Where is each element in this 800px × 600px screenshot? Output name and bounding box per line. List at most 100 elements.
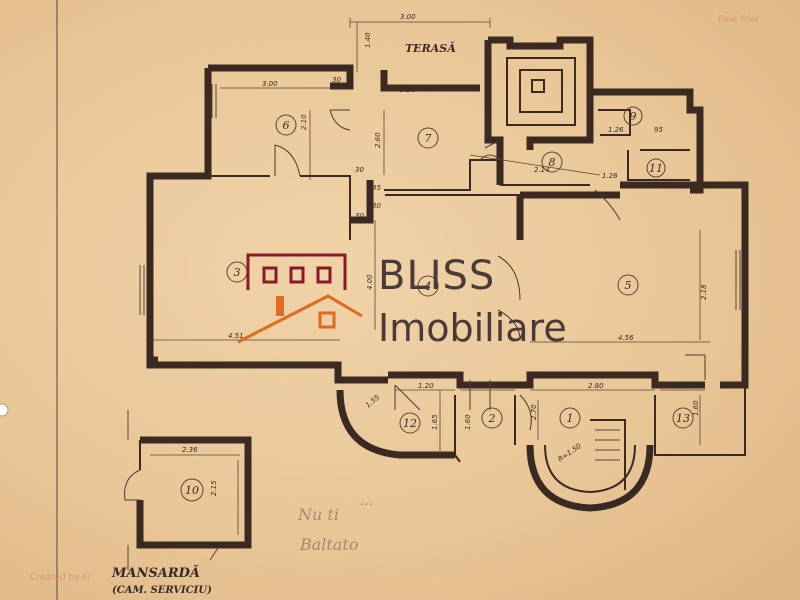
svg-text:2.70: 2.70 (530, 404, 538, 420)
svg-text:1.60: 1.60 (464, 414, 472, 430)
svg-text:30: 30 (332, 76, 341, 84)
wall-stair (488, 36, 594, 150)
door-room5-13 (685, 354, 706, 380)
svg-text:3.00: 3.00 (262, 80, 278, 88)
svg-text:30: 30 (372, 202, 381, 210)
door-room6 (274, 144, 301, 177)
brand-name: BLISS (378, 253, 495, 299)
svg-text:2.00: 2.00 (497, 382, 513, 390)
svg-text:1.75: 1.75 (674, 382, 690, 390)
door-stair (479, 139, 501, 161)
svg-text:2.14: 2.14 (534, 166, 550, 174)
wall-room6-top (208, 64, 354, 90)
window-left (139, 265, 145, 315)
svg-text:1.55: 1.55 (364, 393, 382, 409)
svg-text:2.10: 2.10 (300, 114, 308, 130)
wall-stair-left (484, 40, 504, 185)
door-room7-left (329, 109, 351, 131)
svg-text:...: ... (360, 493, 373, 509)
room-7: 7 (425, 132, 432, 145)
svg-text:30: 30 (355, 212, 364, 220)
svg-text:2.36: 2.36 (182, 446, 198, 454)
window-right (735, 250, 741, 310)
svg-text:4.56: 4.56 (618, 334, 634, 342)
wall-room13 (654, 385, 746, 456)
room-13: 13 (676, 412, 690, 425)
room-11: 11 (649, 162, 663, 175)
svg-text:Nu ti: Nu ti (297, 505, 339, 524)
watermark-top: Free Trial (718, 15, 758, 25)
terrace-label: TERASĂ (405, 41, 456, 55)
stair-inner (519, 69, 563, 113)
wall-bottom-left (146, 360, 388, 384)
door-room12 (394, 384, 421, 411)
wall-room1-inner-arc (544, 444, 636, 494)
room-10: 10 (185, 484, 199, 497)
room-2: 2 (488, 412, 496, 425)
svg-text:2.80: 2.80 (588, 382, 604, 390)
wall-room11 (627, 150, 690, 181)
svg-text:30: 30 (355, 166, 364, 174)
attic-label: MANSARDĂ (111, 564, 200, 581)
svg-text:Baltato: Baltato (299, 535, 358, 554)
dim-line-214 (469, 154, 601, 176)
brand-subtitle: Imobiliare (378, 306, 567, 350)
svg-text:1.26: 1.26 (608, 126, 624, 134)
attic-sublabel: (CAM. SERVICIU) (112, 585, 212, 596)
logo-small-window (318, 311, 336, 329)
svg-text:1.26: 1.26 (602, 172, 618, 180)
svg-text:2.60: 2.60 (374, 132, 382, 148)
window-room6 (211, 84, 217, 118)
wall-lower-row-top (388, 371, 705, 389)
door-room10 (124, 469, 141, 501)
svg-text:1.60: 1.60 (692, 400, 700, 416)
wall-room12-right (454, 395, 461, 463)
stair-core (531, 79, 545, 93)
stair-room1 (590, 419, 626, 490)
attic-leader (209, 547, 219, 561)
svg-text:2.18: 2.18 (700, 284, 708, 300)
room-9: 9 (630, 110, 637, 123)
room-12: 12 (403, 417, 417, 430)
punch-hole (0, 403, 9, 417)
svg-text:95: 95 (654, 126, 663, 134)
svg-text:35: 35 (372, 184, 381, 192)
room-5: 5 (625, 279, 632, 292)
svg-text:R=1.50: R=1.50 (557, 442, 584, 464)
logo-house-frame (246, 253, 347, 290)
wall-room7-bottom (384, 159, 500, 191)
svg-text:4.00: 4.00 (366, 274, 374, 290)
wall-room10 (136, 436, 252, 549)
wall-room6-right (300, 175, 351, 240)
wall-room5-right (620, 181, 749, 389)
stair-steps (595, 429, 620, 461)
room-markers (180, 106, 694, 502)
door-room1 (519, 394, 532, 431)
room-8: 8 (549, 156, 556, 169)
wall-left (146, 68, 212, 364)
logo-window-2 (289, 266, 305, 284)
logo-roof (237, 294, 363, 344)
logo-window-1 (262, 266, 278, 284)
wall-corridor (350, 180, 374, 224)
svg-text:3.50: 3.50 (400, 86, 416, 94)
wall-room9-inner (598, 109, 631, 136)
logo-door (276, 296, 284, 316)
door-room5-top (594, 189, 621, 221)
room-4: 4 (424, 280, 432, 293)
room-1: 1 (567, 412, 574, 425)
door-room4-5 (497, 255, 521, 341)
svg-text:4.51: 4.51 (228, 332, 244, 340)
stair-box (506, 57, 576, 126)
svg-text:1.40: 1.40 (364, 32, 372, 48)
wall-room9 (590, 88, 704, 194)
watermark-bottom: Created by Fr (30, 573, 91, 583)
svg-text:1.65: 1.65 (431, 414, 439, 430)
svg-text:2.15: 2.15 (210, 480, 218, 496)
wall-room7-top (380, 70, 480, 92)
room-6: 6 (283, 119, 290, 132)
room-3: 3 (234, 266, 241, 279)
handwritten-notes: Nu ti ... Baltato (297, 493, 373, 554)
